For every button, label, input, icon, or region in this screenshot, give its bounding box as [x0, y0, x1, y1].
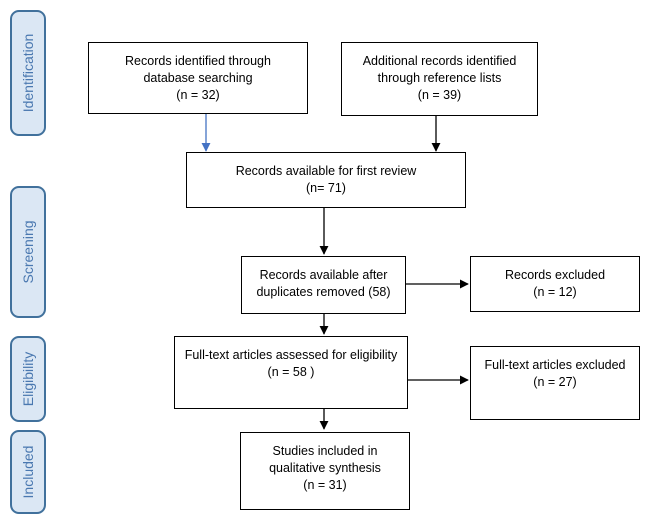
box-reference-lists: Additional records identified through re… [341, 42, 538, 116]
box-fulltext-assessed: Full-text articles assessed for eligibil… [174, 336, 408, 409]
stage-screening: Screening [10, 186, 46, 318]
stage-eligibility: Eligibility [10, 336, 46, 422]
stage-included: Included [10, 430, 46, 514]
box-records-excluded: Records excluded (n = 12) [470, 256, 640, 312]
box-database-search: Records identified through database sear… [88, 42, 308, 114]
stage-identification: Identification [10, 10, 46, 136]
box-studies-included: Studies included in qualitative synthesi… [240, 432, 410, 510]
box-fulltext-excluded: Full-text articles excluded (n = 27) [470, 346, 640, 420]
box-first-review: Records available for first review (n= 7… [186, 152, 466, 208]
box-duplicates-removed: Records available after duplicates remov… [241, 256, 406, 314]
